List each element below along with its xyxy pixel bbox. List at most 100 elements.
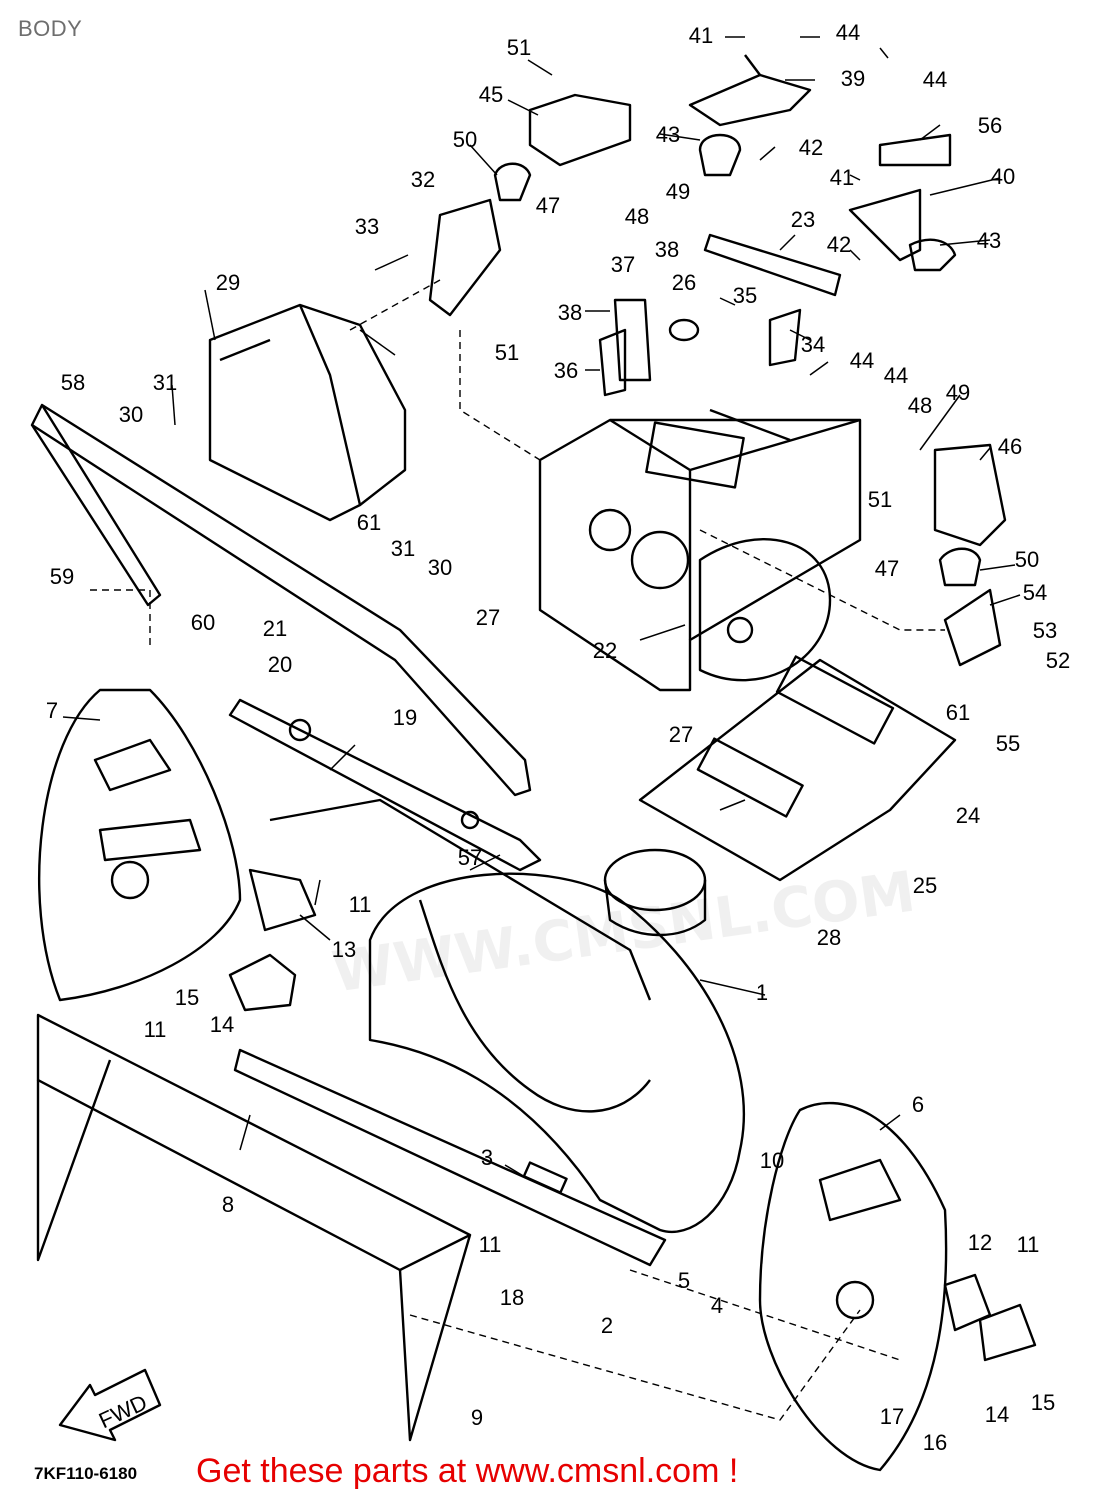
part-number-label: 11	[1017, 1232, 1040, 1257]
part-number-label: 2	[601, 1313, 613, 1338]
part-number-label: 17	[880, 1404, 904, 1429]
chute-ring	[603, 848, 707, 937]
part-number-label: 48	[625, 204, 649, 229]
bar-3	[233, 1048, 667, 1267]
handle-58	[30, 403, 532, 797]
part-number-label: 16	[923, 1430, 947, 1455]
part-number-label: 41	[830, 165, 854, 190]
gearbox-frame	[538, 408, 862, 692]
part-number-label: 48	[908, 393, 932, 418]
fwd-arrow-icon	[58, 1368, 162, 1442]
part-number-label: 40	[991, 164, 1015, 189]
part-number-label: 47	[875, 556, 899, 581]
part-number-label: 1	[756, 980, 768, 1005]
part-number-label: 54	[1023, 580, 1047, 605]
part-number-label: 21	[263, 616, 287, 641]
part-number-label: 13	[332, 937, 356, 962]
part-number-label: 32	[411, 167, 435, 192]
part-number-label: 52	[1046, 648, 1070, 673]
part-number-label: 50	[1015, 547, 1039, 572]
part-number-label: 44	[923, 67, 947, 92]
part-number-label: 31	[391, 536, 415, 561]
part-number-label: 27	[476, 605, 500, 630]
part-number-label: 33	[355, 214, 379, 239]
part-number-label: 50	[453, 127, 477, 152]
part-number-label: 37	[611, 252, 635, 277]
part-number-label: 9	[471, 1405, 483, 1430]
part-number-label: 61	[946, 700, 970, 725]
part-number-label: 55	[996, 731, 1020, 756]
part-number-label: 15	[175, 985, 199, 1010]
part-number-label: 60	[191, 610, 215, 635]
top-brackets	[428, 54, 957, 397]
part-number-label: 36	[554, 358, 578, 383]
part-number-label: 43	[977, 228, 1001, 253]
part-number-label: 46	[998, 434, 1022, 459]
part-number-label: 57	[458, 845, 482, 870]
part-number-label: 59	[50, 564, 74, 589]
part-number-label: 43	[656, 122, 680, 147]
part-number-label: 3	[481, 1145, 493, 1170]
part-number-label: 38	[655, 237, 679, 262]
right-brackets	[933, 443, 1007, 667]
part-number-label: 20	[268, 652, 292, 677]
part-number-label: 8	[222, 1192, 234, 1217]
diagram-code: 7KF110-6180	[34, 1464, 138, 1483]
scraper-8	[36, 1013, 472, 1442]
part-number-label: 42	[799, 135, 823, 160]
side-plate-7	[38, 688, 242, 1002]
part-number-label: 6	[912, 1092, 924, 1117]
part-number-label: 39	[841, 66, 865, 91]
part-number-label: 56	[978, 113, 1002, 138]
part-number-label: 27	[669, 722, 693, 747]
part-number-label: 19	[393, 705, 417, 730]
part-number-label: 44	[850, 348, 874, 373]
shroud-29	[208, 303, 407, 522]
part-number-label: 7	[46, 698, 58, 723]
part-number-label: 14	[985, 1402, 1009, 1427]
part-number-label: 45	[479, 82, 503, 107]
part-number-label: 10	[760, 1148, 784, 1173]
cover-24	[638, 655, 957, 882]
part-number-label: 25	[913, 873, 937, 898]
part-number-label: 24	[956, 803, 980, 828]
part-number-label: 41	[689, 23, 713, 48]
part-number-label: 35	[733, 283, 757, 308]
part-number-label: 14	[210, 1012, 234, 1037]
part-number-label: 28	[817, 925, 841, 950]
part-number-label: 26	[672, 270, 696, 295]
buy-parts-link[interactable]: Get these parts at www.cmsnl.com !	[196, 1452, 739, 1490]
part-number-label: 42	[827, 232, 851, 257]
part-number-label: 30	[119, 402, 143, 427]
part-number-label: 51	[495, 340, 519, 365]
part-number-label: 11	[144, 1017, 167, 1042]
part-number-label: 51	[868, 487, 892, 512]
part-number-label: 22	[593, 638, 617, 663]
part-number-label: 44	[836, 20, 860, 45]
housing-1	[269, 798, 745, 1233]
part-number-label: 12	[968, 1230, 992, 1255]
part-number-label: 5	[678, 1268, 690, 1293]
part-number-label: 38	[558, 300, 582, 325]
part-number-label: 18	[500, 1285, 524, 1310]
page-title: BODY	[18, 16, 83, 41]
part-number-label: 23	[791, 207, 815, 232]
part-number-label: 11	[349, 892, 372, 917]
part-number-label: 11	[479, 1232, 502, 1257]
part-number-label: 30	[428, 555, 452, 580]
part-number-label: 47	[536, 193, 560, 218]
part-number-label: 44	[884, 363, 908, 388]
part-number-label: 51	[507, 35, 531, 60]
part-number-label: 53	[1033, 618, 1057, 643]
part-number-label: 29	[216, 270, 240, 295]
part-number-label: 4	[711, 1293, 723, 1318]
part-number-label: 15	[1031, 1390, 1055, 1415]
part-number-label: 31	[153, 370, 177, 395]
side-plate-6	[758, 1101, 948, 1472]
part-number-label: 34	[801, 332, 825, 357]
part-number-label: 49	[946, 380, 970, 405]
fwd-label: FWD	[95, 1389, 151, 1433]
part-number-label: 49	[666, 179, 690, 204]
part-number-label: 58	[61, 370, 85, 395]
